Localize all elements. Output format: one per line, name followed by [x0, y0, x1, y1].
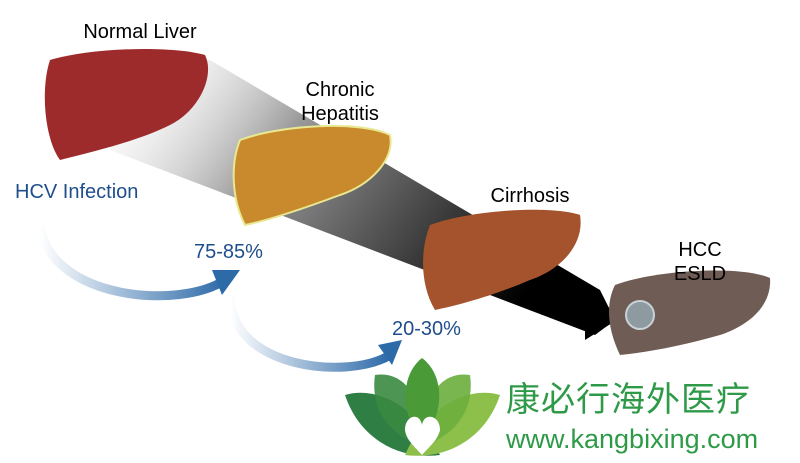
hepatitis-liver-image — [232, 124, 392, 227]
normal-liver-image — [44, 48, 209, 160]
chronic-hepatitis-line2: Hepatitis — [301, 103, 379, 125]
chronic-hepatitis-line1: Chronic — [305, 79, 375, 101]
hcc-esld-label: HCC ESLD — [650, 238, 750, 286]
hcv-infection-label: HCV Infection — [15, 181, 139, 203]
chronic-hepatitis-label: Chronic Hepatitis — [270, 78, 410, 126]
normal-liver-label: Normal Liver — [83, 21, 197, 43]
logo-chinese-name: 康必行海外医疗 — [506, 381, 751, 419]
arrowhead-2 — [378, 340, 402, 365]
logo-url: www.kangbixing.com — [506, 424, 759, 454]
tumor-mark — [625, 300, 655, 330]
arrowhead-1 — [212, 270, 240, 295]
infection-arrow-1 — [35, 224, 228, 301]
cirrhosis-label: Cirrhosis — [490, 185, 570, 207]
chronic-rate-label: 75-85% — [194, 241, 263, 263]
cirrhosis-rate-label: 20-30% — [392, 318, 461, 340]
infection-arrow-2 — [225, 294, 393, 372]
progression-arrowhead — [585, 285, 620, 340]
esld-label: ESLD — [673, 263, 727, 285]
hcc-liver-image — [608, 270, 771, 355]
cirrhosis-liver-image — [423, 209, 581, 310]
hcc-label: HCC — [678, 239, 722, 261]
lotus-logo-icon — [345, 358, 500, 456]
